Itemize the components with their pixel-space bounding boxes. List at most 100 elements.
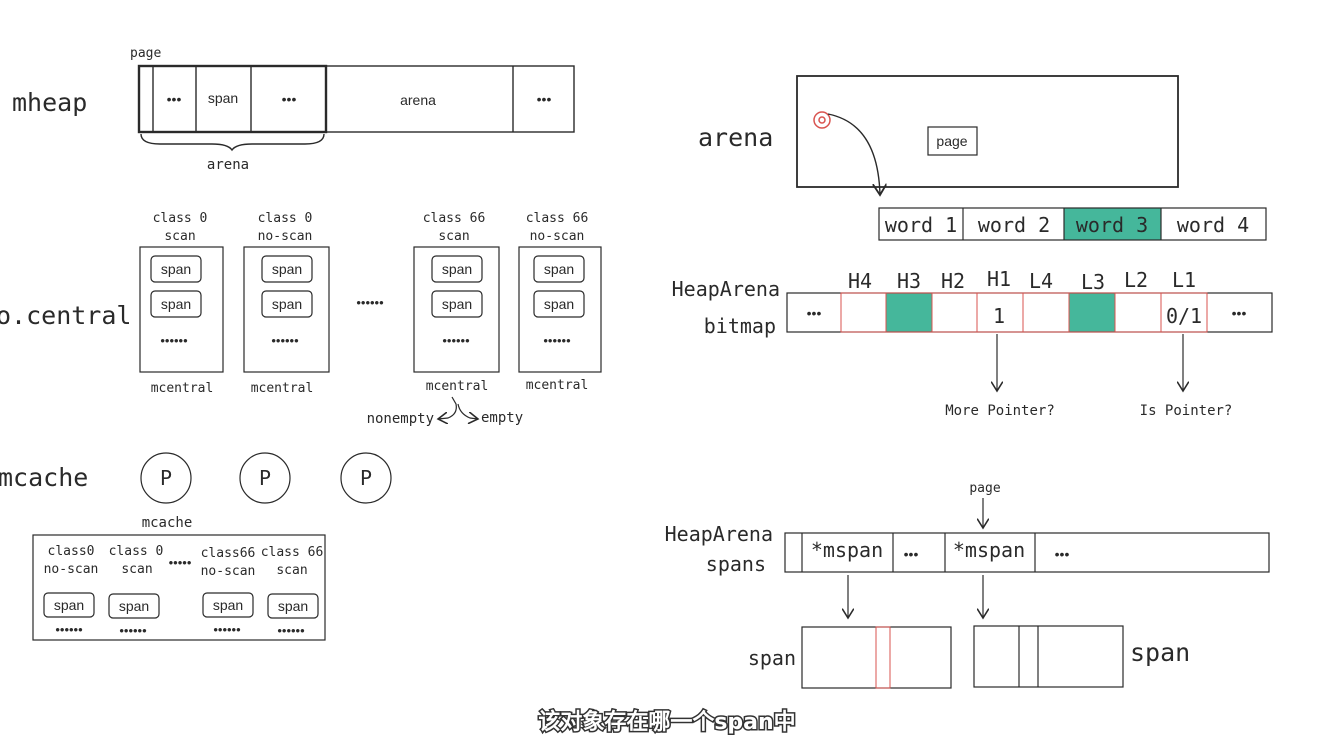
span-label: span (544, 261, 574, 277)
span-box (261, 290, 313, 318)
arena-title: arena (698, 123, 773, 152)
span-box (108, 593, 160, 619)
central-section: o.central class 0 scan span span •••••• … (0, 211, 602, 427)
central-scan-label: scan (164, 229, 195, 244)
span-label: span (278, 598, 308, 614)
span-label: span (213, 597, 243, 613)
bit-header: H1 (987, 267, 1011, 291)
bitmap-title-line2: bitmap (704, 314, 776, 338)
span-box (431, 290, 483, 318)
word-cell: word 3 (1076, 213, 1148, 237)
spans-page-label: page (969, 481, 1000, 496)
central-scan-label: no-scan (530, 229, 585, 244)
spans-section: HeapArena spans page *mspan ••• *mspan •… (665, 481, 1270, 689)
central-column-0: class 0 scan span span •••••• mcentral (139, 211, 224, 396)
mcache-scan-label: no-scan (201, 564, 256, 579)
span-label: span (272, 296, 302, 312)
bit-highlight-h3 (886, 293, 932, 332)
central-title: o.central (0, 301, 131, 330)
spans-title-line2: spans (706, 552, 766, 576)
more-pointer-label: More Pointer? (945, 403, 1055, 419)
span-left-object (875, 626, 891, 689)
span-right-box (973, 625, 1124, 688)
mheap-section: mheap page ••• span ••• arena ••• arena (12, 46, 575, 173)
mcache-class-label: class66 (201, 546, 256, 561)
processor-p-0: P (140, 452, 192, 504)
span-right-label: span (1130, 638, 1190, 667)
empty-label: empty (481, 410, 523, 426)
bit-header: H2 (941, 269, 965, 293)
mcache-section: mcache P P P mcache class0 no-scan span … (0, 452, 392, 641)
span-label: span (442, 296, 472, 312)
video-subtitle: 该对象存在哪一个span中 (538, 709, 795, 735)
mheap-cell-span: span (208, 90, 238, 106)
mcache-class-label: class0 (48, 544, 95, 559)
span-label: span (54, 597, 84, 613)
span-label: span (272, 261, 302, 277)
mcache-dots: •••••• (213, 622, 241, 637)
spans-cell-mspan: *mspan (811, 538, 883, 562)
mheap-cell-dots-1: ••• (167, 91, 182, 107)
central-scan-label: no-scan (258, 229, 313, 244)
bitmap-title-line1: HeapArena (672, 277, 780, 301)
word-highlight (1064, 208, 1161, 240)
central-dots: •••••• (543, 333, 571, 348)
span-box (202, 592, 254, 618)
mheap-brace (140, 133, 325, 152)
arena-page-box (927, 126, 978, 156)
mheap-page-label: page (130, 46, 161, 61)
central-footer: mcentral (151, 381, 214, 396)
span-label: span (119, 598, 149, 614)
central-footer: mcentral (526, 378, 589, 393)
central-box (243, 246, 330, 373)
mcache-box (32, 534, 326, 641)
pointer-origin-icon (813, 111, 831, 129)
mcache-class-label: class 0 (109, 544, 164, 559)
central-dots: •••••• (442, 333, 470, 348)
word-cell: word 4 (1177, 213, 1249, 237)
central-class-label: class 66 (423, 211, 486, 226)
mcache-column-3: class 66 scan span •••••• (261, 545, 324, 638)
mcache-scan-label: scan (276, 563, 307, 578)
central-box (413, 246, 500, 373)
is-pointer-label: Is Pointer? (1140, 403, 1233, 419)
span-label: span (161, 296, 191, 312)
bit-header: H3 (897, 269, 921, 293)
central-column-2: class 66 scan span span •••••• mcentral (413, 211, 500, 394)
processor-p-2: P (340, 452, 392, 504)
processor-p-1: P (239, 452, 291, 504)
mheap-bar (138, 65, 575, 133)
arena-section: arena page word 1 word 2 word 3 word 4 (698, 75, 1267, 241)
spans-bar (784, 532, 1270, 573)
central-class-label: class 66 (526, 211, 589, 226)
bit-header: L2 (1124, 268, 1148, 292)
word-bar (878, 207, 1267, 241)
bit-header: L3 (1081, 270, 1105, 294)
bit-highlight-l3 (1069, 293, 1115, 332)
central-dots-between: •••••• (356, 295, 384, 310)
span-box (533, 290, 585, 318)
processor-label: P (160, 466, 172, 490)
span-box (267, 593, 319, 619)
central-dots: •••••• (271, 333, 299, 348)
mcache-scan-label: no-scan (44, 562, 99, 577)
nonempty-label: nonempty (367, 411, 434, 427)
bit-value-h1: 1 (993, 304, 1005, 328)
bitmap-section: HeapArena bitmap ••• ••• H4 H3 H2 H1 L4 … (672, 267, 1273, 419)
bitmap-leading-dots: ••• (807, 305, 822, 321)
central-footer: mcentral (251, 381, 314, 396)
processor-label: P (360, 466, 372, 490)
central-box (139, 246, 224, 373)
span-label: span (442, 261, 472, 277)
central-class-label: class 0 (153, 211, 208, 226)
span-left-label: span (748, 646, 796, 670)
mheap-arena-highlight (137, 64, 328, 134)
processor-label: P (259, 466, 271, 490)
central-class-label: class 0 (258, 211, 313, 226)
mcache-dots: •••••• (277, 623, 305, 638)
bit-header: H4 (848, 269, 872, 293)
mcache-dots: •••••• (55, 622, 83, 637)
empty-arrow (457, 403, 478, 419)
mcache-dots-between: ••••• (169, 555, 192, 570)
